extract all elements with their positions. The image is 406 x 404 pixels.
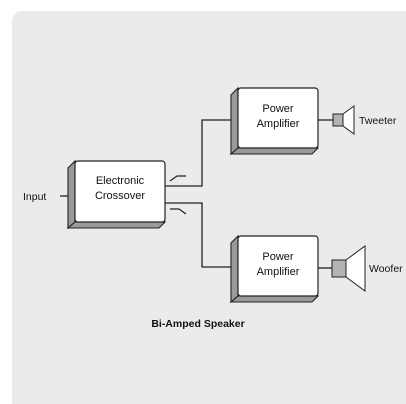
woofer-icon	[331, 245, 366, 292]
crossover-label-line1: Electronic	[96, 175, 145, 187]
tweeter-icon	[332, 105, 355, 135]
woofer-label: Woofer	[369, 263, 403, 275]
high-pass-symbol	[169, 175, 186, 182]
amp-top-label-line1: Power	[262, 103, 294, 115]
crossover-box: Electronic Crossover	[66, 159, 167, 230]
amp-bottom-label-line2: Amplifier	[257, 266, 300, 278]
amp-top-label-line2: Amplifier	[257, 118, 300, 130]
wire-to-bottom-amp	[165, 202, 231, 268]
diagram-caption: Bi-Amped Speaker	[151, 318, 244, 330]
wire-to-top-amp	[165, 119, 231, 187]
tweeter-label: Tweeter	[359, 115, 397, 127]
power-amplifier-bottom: Power Amplifier	[229, 234, 320, 304]
amp-bottom-label-line1: Power	[262, 251, 294, 263]
crossover-label-line2: Crossover	[95, 190, 145, 202]
power-amplifier-top: Power Amplifier	[229, 86, 320, 156]
low-pass-symbol	[170, 208, 187, 215]
input-label: Input	[23, 191, 46, 203]
